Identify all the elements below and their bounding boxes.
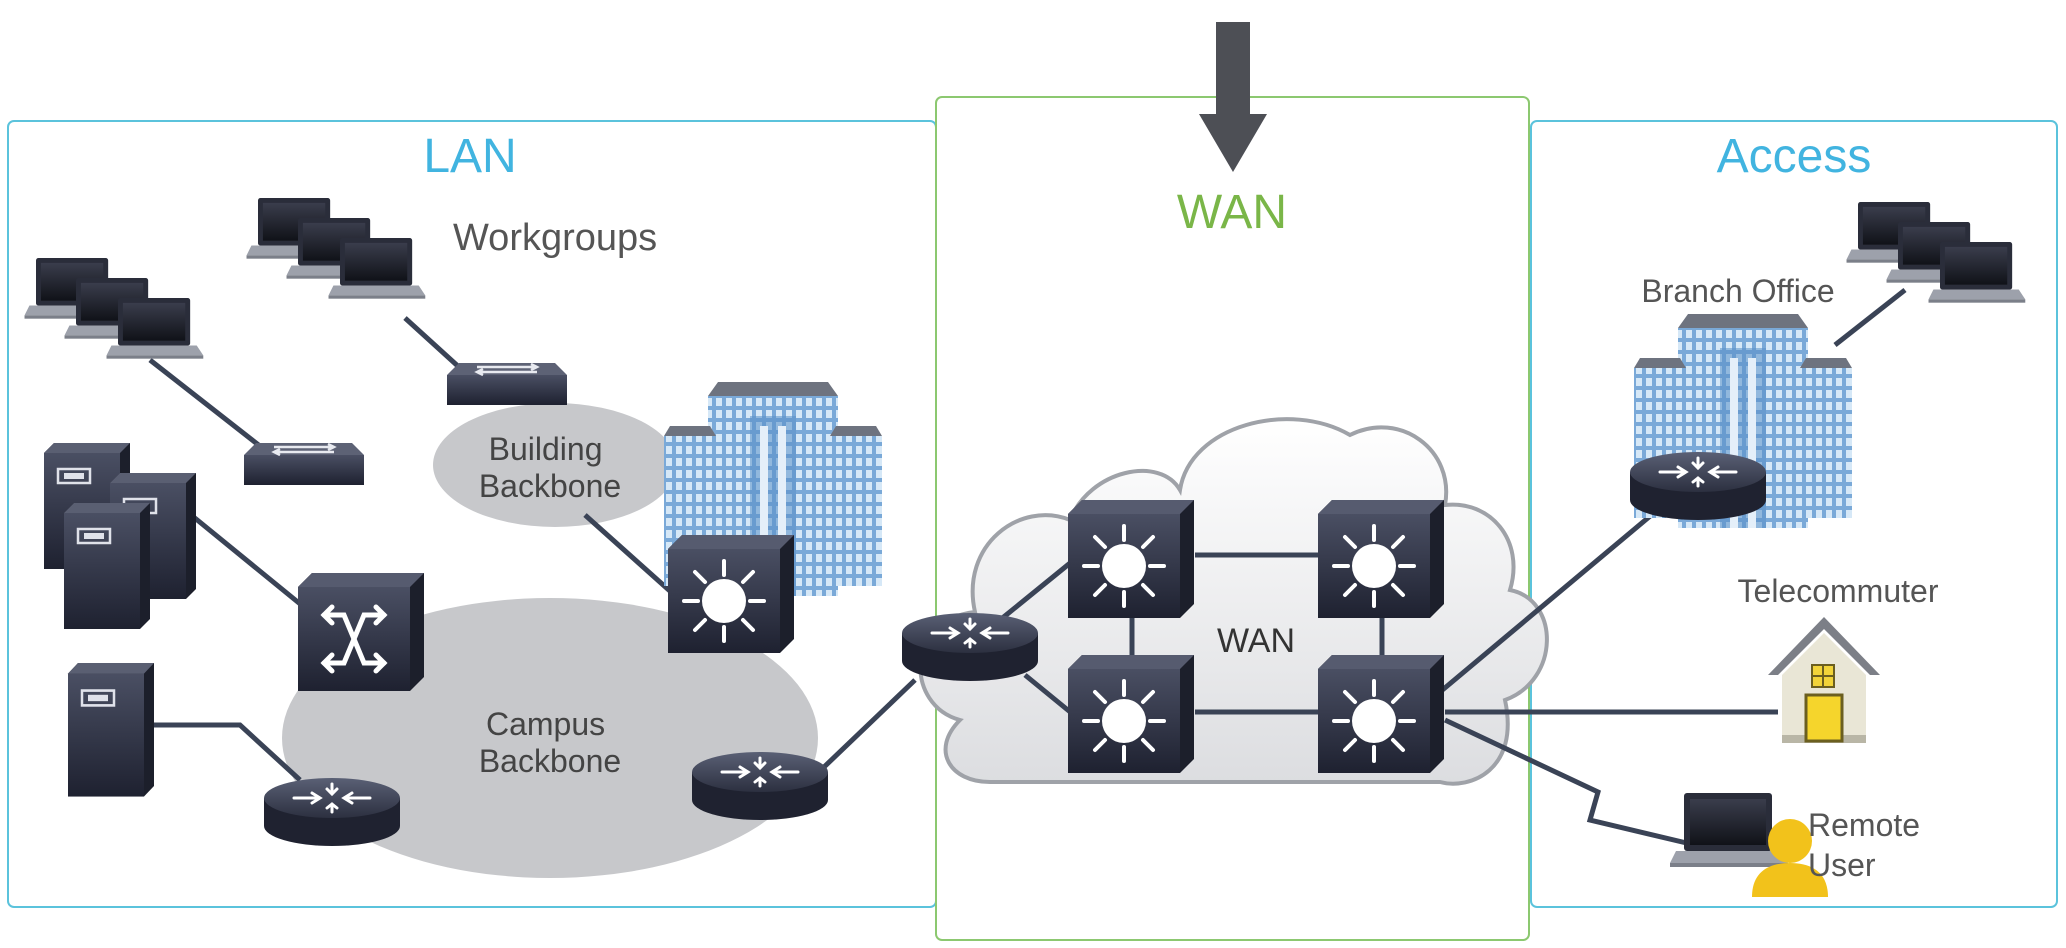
branch-laptop-3 bbox=[1928, 242, 2026, 303]
access-title: Access bbox=[1717, 130, 1872, 183]
workgroup-switch-1 bbox=[242, 441, 366, 487]
telecommuter-label: Telecommuter bbox=[1738, 573, 1939, 609]
access-section-frame bbox=[1530, 120, 2058, 908]
workgroup-laptop-3 bbox=[106, 298, 204, 359]
down-arrow-icon bbox=[1199, 22, 1267, 172]
workgroup-laptop-6 bbox=[328, 238, 426, 299]
wan-title: WAN bbox=[1177, 186, 1287, 239]
lan-multilayer-switch bbox=[666, 533, 796, 655]
lan-router-1 bbox=[262, 776, 402, 848]
server-3 bbox=[62, 501, 152, 631]
wan-core-switch-3 bbox=[1066, 653, 1196, 775]
wan-cloud bbox=[918, 417, 1549, 786]
wan-edge-router bbox=[900, 611, 1040, 683]
house-icon bbox=[1768, 617, 1880, 743]
wan-core-switch-4 bbox=[1316, 653, 1446, 775]
lan-core-switch bbox=[298, 573, 424, 691]
branch-office-label: Branch Office bbox=[1641, 273, 1834, 309]
campus-backbone-label: Campus Backbone bbox=[479, 706, 621, 779]
remote-user-icon bbox=[1670, 793, 1828, 897]
remote-user-label: Remote User bbox=[1808, 807, 1929, 883]
building-backbone-label: Building Backbone bbox=[479, 431, 621, 504]
branch-router bbox=[1628, 450, 1768, 522]
workgroup-switch-2 bbox=[445, 361, 569, 407]
wan-cloud-label: WAN bbox=[1217, 622, 1295, 660]
wan-core-switch-1 bbox=[1066, 498, 1196, 620]
building-backbone-area bbox=[433, 403, 677, 527]
workgroups-label: Workgroups bbox=[453, 217, 657, 259]
lan-router-2 bbox=[690, 750, 830, 822]
lan-title: LAN bbox=[423, 130, 516, 183]
wan-core-switch-2 bbox=[1316, 498, 1446, 620]
server-tower bbox=[66, 661, 156, 798]
